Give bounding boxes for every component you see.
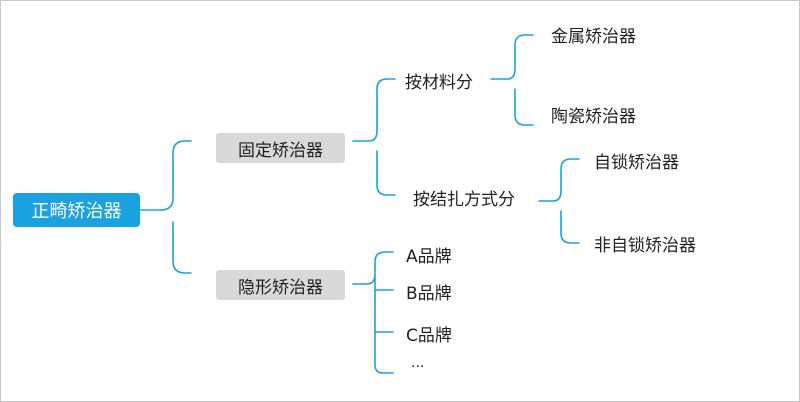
node-brand-c[interactable]: C品牌 [406, 325, 452, 346]
node-invisible-appliance[interactable]: 隐形矫治器 [216, 270, 345, 300]
connector-material [490, 34, 534, 126]
node-self-ligating[interactable]: 自锁矫治器 [594, 152, 679, 173]
node-ceramic-appliance[interactable]: 陶瓷矫治器 [551, 106, 636, 127]
node-by-material[interactable]: 按材料分 [405, 72, 473, 93]
connector-ligation [538, 158, 580, 244]
connector-root [140, 140, 192, 274]
root-node[interactable]: 正畸矫治器 [13, 193, 140, 227]
connector-fixed [352, 78, 396, 196]
node-brand-b[interactable]: B品牌 [406, 283, 452, 304]
node-non-self-ligating[interactable]: 非自锁矫治器 [594, 235, 696, 256]
node-brand-a[interactable]: A品牌 [406, 246, 452, 267]
connector-invisible [352, 251, 394, 374]
node-ellipsis[interactable]: ... [411, 355, 425, 371]
node-metal-appliance[interactable]: 金属矫治器 [551, 26, 636, 47]
node-by-ligation[interactable]: 按结扎方式分 [413, 189, 515, 210]
node-fixed-appliance[interactable]: 固定矫治器 [216, 133, 345, 163]
